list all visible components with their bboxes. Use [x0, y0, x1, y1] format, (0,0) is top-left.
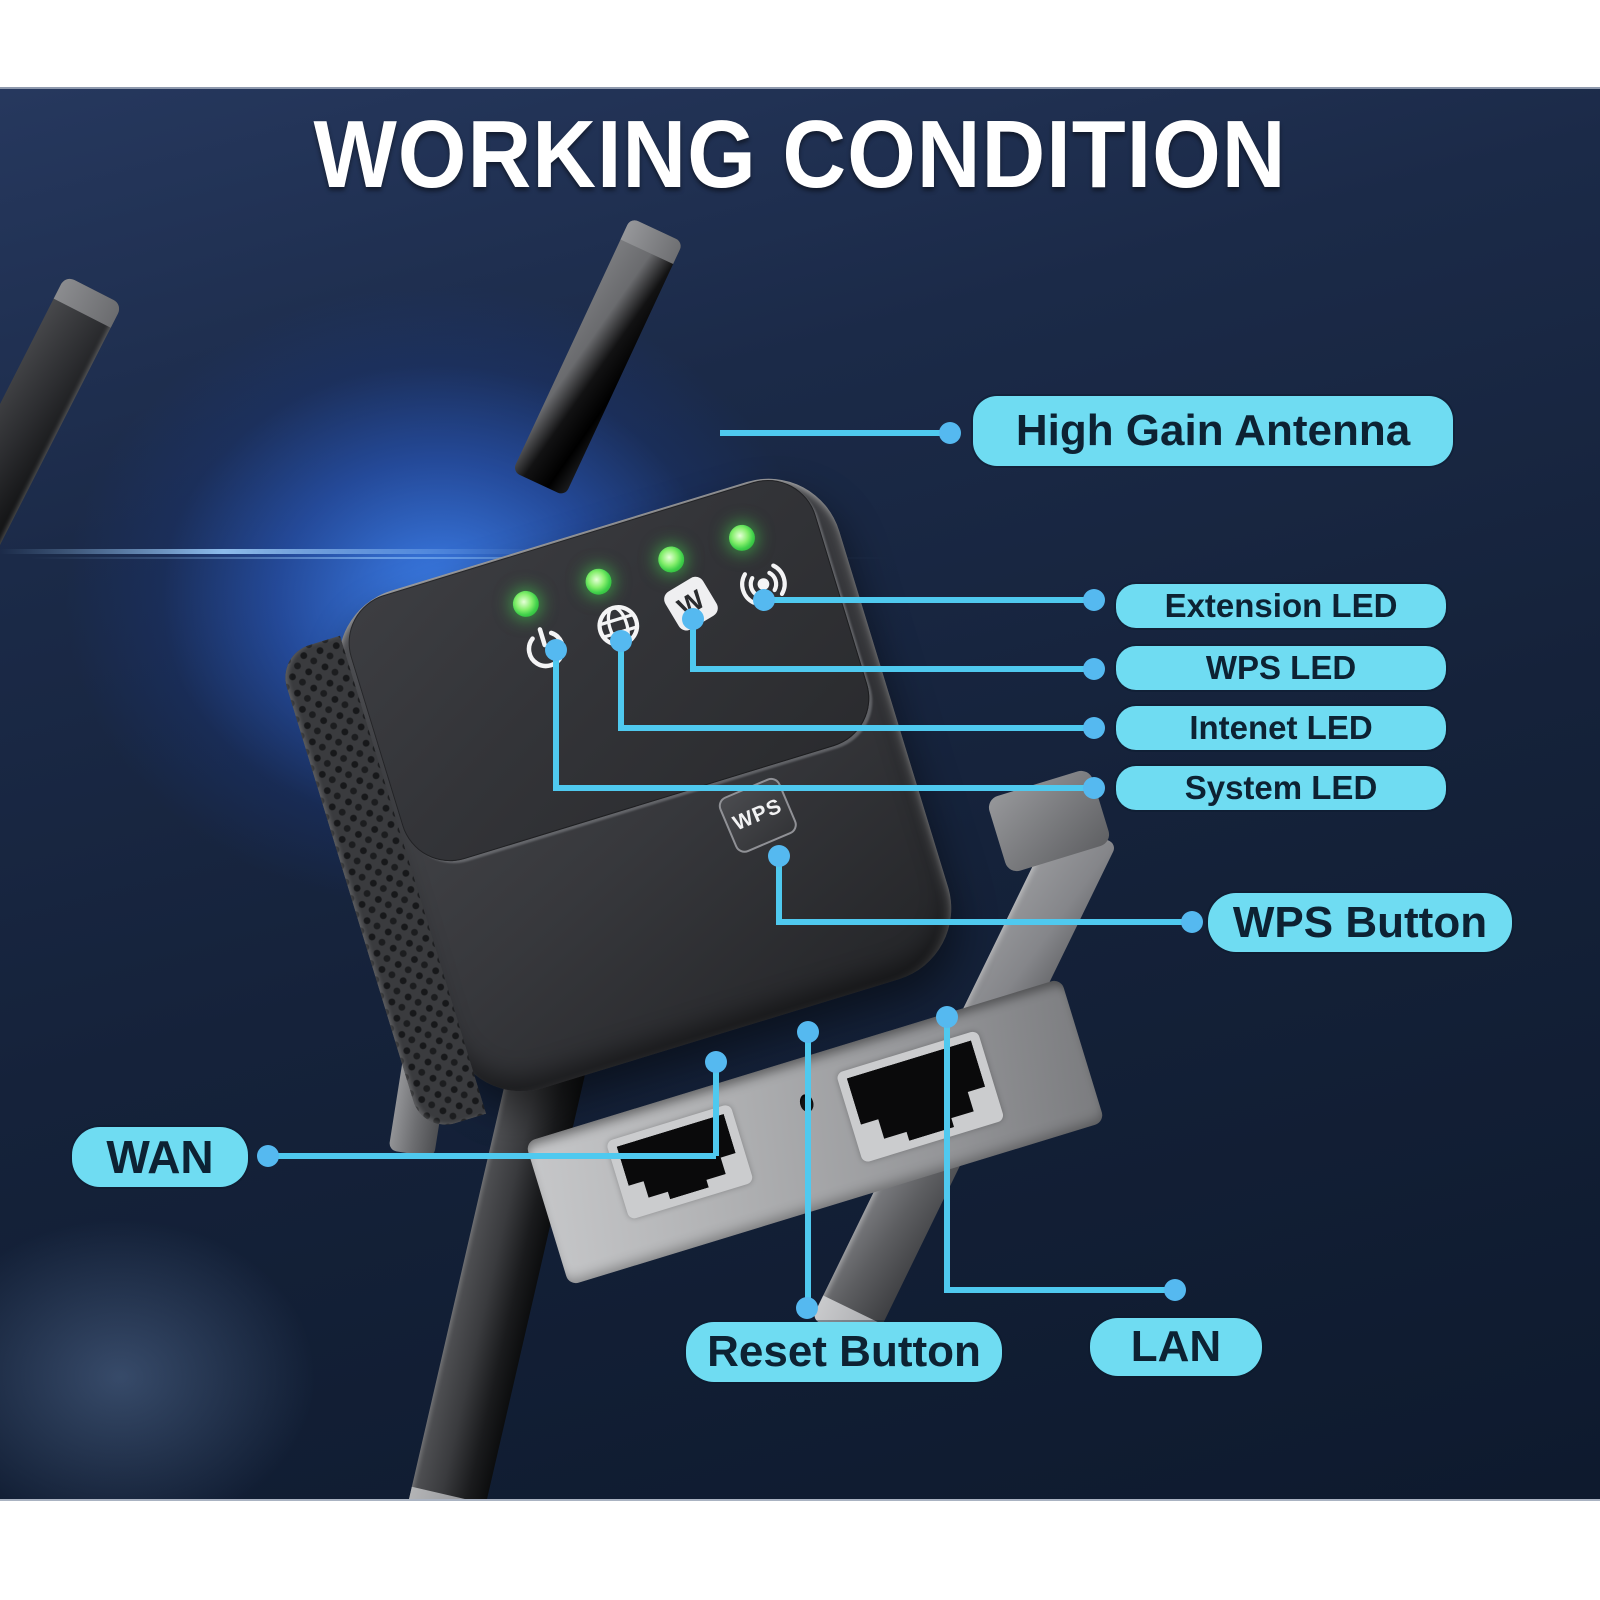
label-high-gain-antenna: High Gain Antenna [973, 396, 1453, 466]
label-wps-led: WPS LED [1116, 646, 1446, 690]
wan-port-jack [617, 1114, 743, 1210]
wan-port [605, 1103, 754, 1221]
line-lan-v [944, 1017, 950, 1293]
dot-extension-icon [753, 589, 775, 611]
line-wps-led-h [690, 666, 1094, 672]
label-internet-led: Intenet LED [1116, 706, 1446, 750]
light-streak [0, 549, 560, 554]
line-lan-h [944, 1287, 1175, 1293]
antenna-tip-cap [406, 1486, 486, 1500]
line-wan-v [713, 1062, 719, 1156]
line-internet-led-v [618, 641, 624, 728]
label-extension-led: Extension LED [1116, 584, 1446, 628]
label-lan: LAN [1090, 1318, 1262, 1376]
dot-lan-port [936, 1006, 958, 1028]
antenna-tip-cap [53, 275, 123, 328]
dot-wan-pill [257, 1145, 279, 1167]
page-title: WORKING CONDITION [313, 101, 1287, 209]
dot-wps-button-pill [1181, 911, 1203, 933]
line-wps-led-v [690, 619, 696, 669]
dot-wan-port [705, 1051, 727, 1073]
dot-extension-pill [1083, 589, 1105, 611]
line-system-led-h [553, 785, 1094, 791]
line-wps-button-h [776, 919, 1192, 925]
line-system-led-v [553, 650, 559, 788]
top-white-band [0, 0, 1600, 89]
label-reset-button: Reset Button [686, 1322, 1002, 1382]
dot-reset-bottom [796, 1297, 818, 1319]
dot-system-pill [1083, 777, 1105, 799]
dot-wps-button-top [768, 845, 790, 867]
label-wan: WAN [72, 1127, 248, 1187]
bottom-white-band [0, 1499, 1600, 1600]
label-system-led: System LED [1116, 766, 1446, 810]
label-wps-button: WPS Button [1208, 893, 1512, 952]
line-wps-button-v [776, 856, 782, 922]
corner-light [0, 1167, 380, 1500]
dot-lan-pill [1164, 1279, 1186, 1301]
dot-wps-led-pill [1083, 658, 1105, 680]
lan-port [835, 1030, 1005, 1164]
dot-system-icon [545, 639, 567, 661]
lan-port-jack [847, 1040, 994, 1153]
line-extension-led [764, 597, 1094, 603]
line-high-gain-antenna [720, 430, 950, 436]
line-reset-v [805, 1032, 811, 1308]
dot-high-gain-antenna [939, 422, 961, 444]
line-wan-h [268, 1153, 716, 1159]
line-internet-led-h [618, 725, 1094, 731]
dot-reset-top [797, 1021, 819, 1043]
dot-internet-icon [610, 630, 632, 652]
antenna-tip-cap [620, 217, 684, 265]
dot-wps-led-icon [682, 608, 704, 630]
wps-button-device-label: WPS [729, 794, 786, 836]
dot-internet-pill [1083, 717, 1105, 739]
light-streak-thin [30, 557, 890, 559]
